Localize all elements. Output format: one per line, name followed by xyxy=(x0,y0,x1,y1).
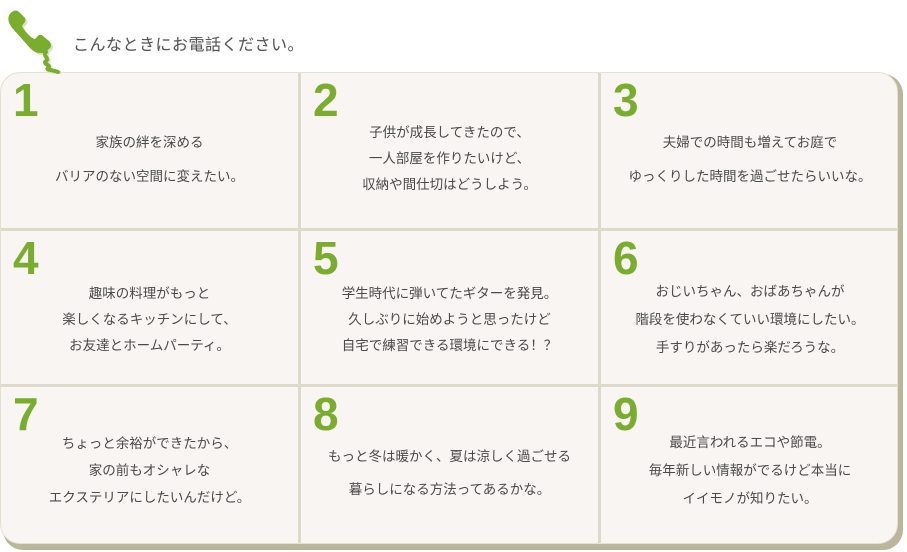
scenario-number: 3 xyxy=(613,74,639,126)
grid-divider-horizontal xyxy=(1,384,897,387)
scenario-number: 5 xyxy=(313,232,339,284)
scenario-number: 4 xyxy=(13,232,39,284)
scenario-text-line: ゆっくりした時間を過ごせたらいいな。 xyxy=(628,169,872,185)
scenario-cell-7: 7 ちょっと余裕ができたから、 家の前もオシャレな エクステリアにしたいんだけど… xyxy=(1,387,298,543)
scenario-text-line: 暮らしになる方法ってあるかな。 xyxy=(348,482,551,498)
grid-divider-vertical xyxy=(598,73,601,543)
scenario-number: 2 xyxy=(313,74,339,126)
scenario-text-line: 一人部屋を作りたいけど、 xyxy=(368,151,531,167)
scenarios-card: 1 家族の絆を深める バリアのない空間に変えたい。 2 子供が成長してきたので、… xyxy=(0,72,898,544)
scenario-text-line: 楽しくなるキッチンにして、 xyxy=(62,312,237,328)
scenario-text-line: 収納や間仕切はどうしよう。 xyxy=(362,177,537,193)
scenario-text-line: 趣味の料理がもっと xyxy=(88,286,211,302)
scenario-text: おじいちゃん、おばあちゃんが 階段を使わなくていい環境にしたい。 手すりがあった… xyxy=(601,278,897,362)
page-title: こんなときにお電話ください。 xyxy=(73,35,305,54)
scenario-number: 8 xyxy=(313,388,339,440)
grid-divider-horizontal xyxy=(1,228,897,231)
scenario-text-line: バリアのない空間に変えたい。 xyxy=(55,169,244,185)
scenario-text-line: 子供が成長してきたので、 xyxy=(369,125,530,141)
scenario-number: 7 xyxy=(13,388,39,440)
scenario-text: 最近言われるエコや節電。 毎年新しい情報がでるけど本当に イイモノが知りたい。 xyxy=(601,429,897,513)
scenario-cell-1: 1 家族の絆を深める バリアのない空間に変えたい。 xyxy=(1,73,298,228)
scenario-text: 子供が成長してきたので、 一人部屋を作りたいけど、 収納や間仕切はどうしよう。 xyxy=(301,120,598,198)
grid-divider-vertical xyxy=(298,73,301,543)
scenario-text-line: もっと冬は暖かく、夏は涼しく過ごせる xyxy=(328,449,571,465)
scenario-text-line: 夫婦での時間も増えてお庭で xyxy=(662,135,838,151)
scenario-text-line: お友達とホームパーティ。 xyxy=(69,338,230,354)
scenarios-grid: 1 家族の絆を深める バリアのない空間に変えたい。 2 子供が成長してきたので、… xyxy=(1,73,897,543)
header: こんなときにお電話ください。 xyxy=(0,0,907,74)
scenario-cell-8: 8 もっと冬は暖かく、夏は涼しく過ごせる 暮らしになる方法ってあるかな。 xyxy=(301,387,598,543)
scenario-text-line: 家の前もオシャレな xyxy=(88,463,211,479)
scenario-number: 1 xyxy=(13,74,39,126)
scenario-text-line: イイモノが知りたい。 xyxy=(682,491,818,507)
scenario-text: ちょっと余裕ができたから、 家の前もオシャレな エクステリアにしたいんだけど。 xyxy=(1,431,298,512)
scenario-cell-2: 2 子供が成長してきたので、 一人部屋を作りたいけど、 収納や間仕切はどうしよう… xyxy=(301,73,598,228)
scenario-text-line: 手すりがあったら楽だろうな。 xyxy=(655,340,845,356)
scenario-text: 家族の絆を深める バリアのない空間に変えたい。 xyxy=(1,131,298,190)
scenario-text-line: エクステリアにしたいんだけど。 xyxy=(48,490,251,506)
scenario-cell-3: 3 夫婦での時間も増えてお庭で ゆっくりした時間を過ごせたらいいな。 xyxy=(601,73,897,228)
scenario-text-line: 毎年新しい情報がでるけど本当に xyxy=(648,463,852,479)
scenario-text-line: 最近言われるエコや節電。 xyxy=(669,435,831,451)
scenario-text-line: 久しぶりに始めようと思ったけど xyxy=(348,312,551,328)
scenario-cell-9: 9 最近言われるエコや節電。 毎年新しい情報がでるけど本当に イイモノが知りたい… xyxy=(601,387,897,543)
scenario-cell-5: 5 学生時代に弾いてたギターを発見。 久しぶりに始めようと思ったけど 自宅で練習… xyxy=(301,231,598,384)
scenario-number: 6 xyxy=(613,232,639,284)
scenario-text-line: おじいちゃん、おばあちゃんが xyxy=(655,284,845,300)
scenario-text: もっと冬は暖かく、夏は涼しく過ごせる 暮らしになる方法ってあるかな。 xyxy=(301,445,598,503)
scenario-text-line: 階段を使わなくていい環境にしたい。 xyxy=(635,312,865,328)
scenario-text-line: 学生時代に弾いてたギターを発見。 xyxy=(341,286,558,302)
scenario-text: 夫婦での時間も増えてお庭で ゆっくりした時間を過ごせたらいいな。 xyxy=(601,131,897,190)
scenario-text: 趣味の料理がもっと 楽しくなるキッチンにして、 お友達とホームパーティ。 xyxy=(1,281,298,359)
phone-icon xyxy=(8,10,62,74)
scenario-number: 9 xyxy=(613,388,639,440)
scenario-text-line: ちょっと余裕ができたから、 xyxy=(61,436,238,452)
scenario-cell-4: 4 趣味の料理がもっと 楽しくなるキッチンにして、 お友達とホームパーティ。 xyxy=(1,231,298,384)
scenario-text-line: 家族の絆を深める xyxy=(95,135,204,151)
scenario-text-line: 自宅で練習できる環境にできる！？ xyxy=(341,338,558,354)
scenario-text: 学生時代に弾いてたギターを発見。 久しぶりに始めようと思ったけど 自宅で練習でき… xyxy=(301,281,598,359)
scenario-cell-6: 6 おじいちゃん、おばあちゃんが 階段を使わなくていい環境にしたい。 手すりがあ… xyxy=(601,231,897,384)
